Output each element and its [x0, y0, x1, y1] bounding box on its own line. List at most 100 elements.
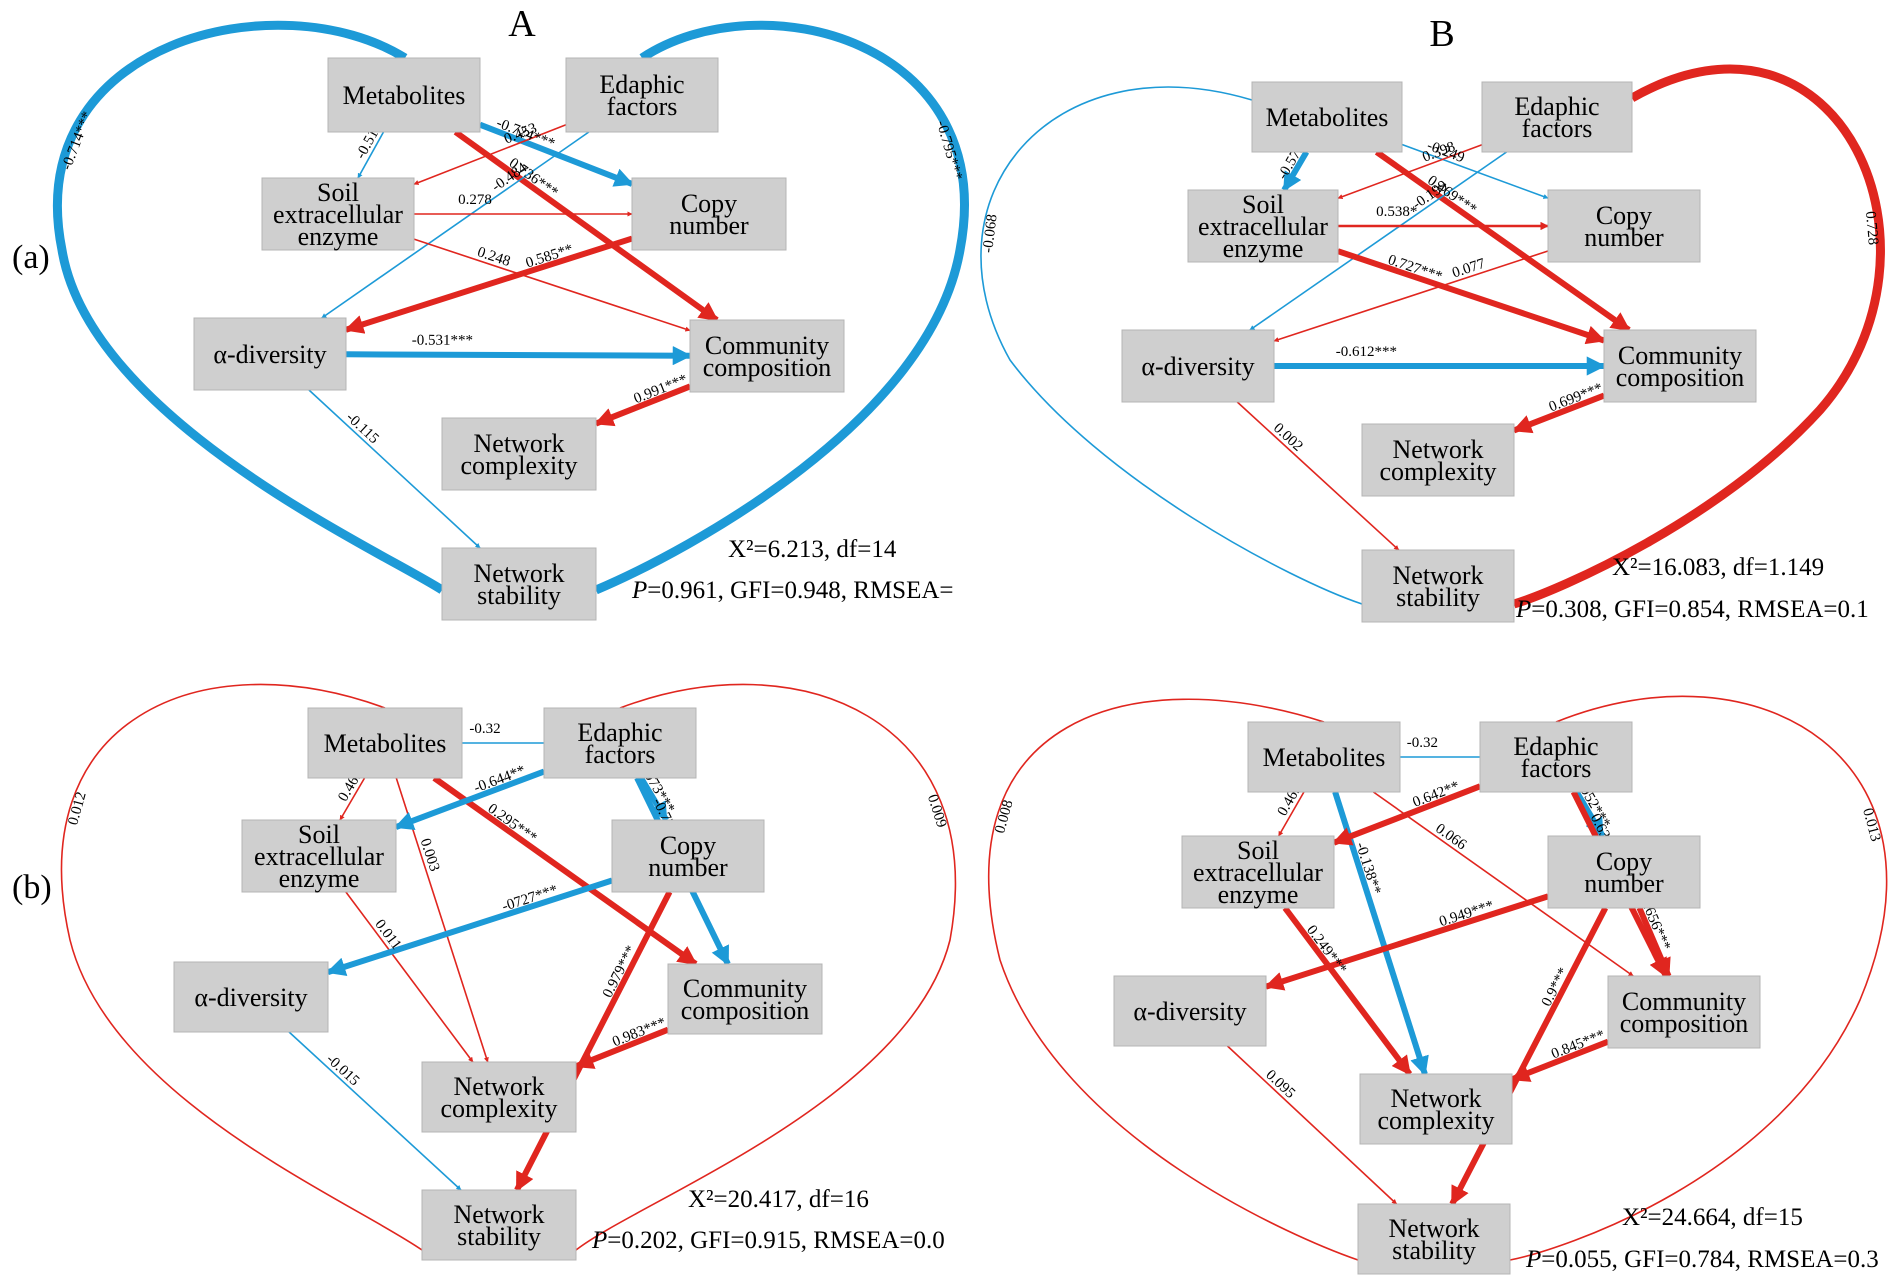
node-label: Soil	[1237, 836, 1279, 865]
node-label: complexity	[461, 451, 578, 480]
node-label: enzyme	[279, 864, 360, 893]
node-label: Metabolites	[1266, 103, 1389, 132]
node-label: extracellular	[1193, 858, 1323, 887]
fit-statistics: X²=20.417, df=16P=0.202, GFI=0.915, RMSE…	[591, 1186, 945, 1254]
node-label: Soil	[298, 820, 340, 849]
node-label: factors	[1522, 114, 1593, 143]
path-enzyme-complexity	[345, 891, 474, 1063]
node-label: stability	[457, 1222, 541, 1251]
node-label: extracellular	[254, 842, 384, 871]
node-label: α-diversity	[213, 340, 326, 369]
path-metabolites-stability	[60, 683, 423, 1251]
path-metabolites-copy	[1401, 143, 1549, 199]
node-label: Soil	[317, 178, 359, 207]
path-metabolites-enzyme	[1277, 791, 1305, 837]
coefficient-label: 0.983***	[610, 1015, 668, 1051]
coefficient-label: -0.714***	[59, 109, 96, 172]
row-label-a: (a)	[12, 239, 50, 276]
path-edaphic-alpha	[321, 131, 590, 319]
path-metabolites-enzyme	[357, 131, 385, 179]
path-edaphic-enzyme	[413, 124, 567, 185]
node-label: stability	[477, 581, 561, 610]
node-metabolites: Metabolites	[1247, 721, 1401, 793]
node-label: number	[1584, 223, 1664, 252]
path-edaphic-enzyme	[394, 768, 546, 831]
node-label: Metabolites	[1263, 743, 1386, 772]
path-layer	[60, 683, 957, 1251]
panel-Ba: -0.573*-0.2490.469***0.398-0.1990.538*0.…	[980, 64, 1885, 623]
chi-square-line: X²=16.083, df=1.149	[1612, 554, 1824, 581]
node-alpha: α-diversity	[173, 961, 329, 1033]
node-label: Network	[1389, 1214, 1480, 1243]
node-label: composition	[681, 996, 810, 1025]
row-label-b: (b)	[12, 869, 52, 906]
path-copy-alpha	[1264, 893, 1549, 991]
coefficient-label: 0.012	[65, 790, 89, 827]
coefficient-label: -0.068	[980, 213, 1001, 253]
node-label: Network	[474, 559, 565, 588]
path-alpha-stability	[1226, 1045, 1398, 1205]
node-label: composition	[1616, 363, 1745, 392]
path-copy-alpha	[1273, 250, 1549, 343]
path-metabolites-community	[453, 129, 719, 323]
path-metabolites-community	[432, 775, 698, 967]
path-community-complexity	[574, 1026, 670, 1070]
node-label: number	[1584, 869, 1664, 898]
path-community-complexity	[1512, 392, 1606, 434]
path-alpha-community	[345, 346, 692, 366]
column-label-b: B	[1429, 13, 1454, 55]
coefficient-label: -0.612***	[1336, 344, 1397, 360]
path-community-complexity	[1510, 1038, 1610, 1083]
node-label: enzyme	[1223, 234, 1304, 263]
panel-Aa: -0.517-0.724***0.736***0.453-0.4840.2780…	[52, 20, 969, 621]
node-label: Edaphic	[1514, 92, 1599, 121]
path-copy-alpha	[326, 877, 613, 976]
path-copy-community	[1636, 906, 1672, 978]
node-label: Edaphic	[577, 718, 662, 747]
node-label: extracellular	[1198, 212, 1328, 241]
node-metabolites: Metabolites	[327, 57, 481, 133]
node-label: enzyme	[298, 222, 379, 251]
coefficient-label: 0.013	[1859, 806, 1883, 843]
path-edaphic-enzyme	[1337, 144, 1483, 199]
chi-square-line: X²=6.213, df=14	[728, 536, 897, 563]
coefficient-label: 0.538*	[1376, 204, 1417, 220]
node-label: Edaphic	[1513, 732, 1598, 761]
coefficient-label: -0.115	[343, 409, 382, 447]
node-label: Network	[1393, 435, 1484, 464]
node-label: Copy	[1596, 847, 1652, 876]
node-label: Metabolites	[324, 729, 447, 758]
node-label: Soil	[1242, 190, 1284, 219]
coefficient-label: 0.295***	[485, 801, 540, 847]
node-label: complexity	[441, 1094, 558, 1123]
node-label: Metabolites	[343, 81, 466, 110]
node-alpha: α-diversity	[193, 317, 347, 391]
node-layer: Metabolites EdaphicfactorsSoilextracellul…	[193, 57, 845, 621]
path-community-complexity	[594, 383, 692, 427]
path-edaphic-alpha	[1249, 151, 1507, 331]
path-metabolites-enzyme	[1281, 150, 1310, 192]
node-label: composition	[703, 353, 832, 382]
node-label: Network	[1393, 561, 1484, 590]
node-label: Copy	[1596, 201, 1652, 230]
node-label: Community	[683, 974, 807, 1003]
path-edaphic-copy	[1574, 790, 1606, 838]
coefficient-layer: -0.573*-0.2490.469***0.398-0.1990.538*0.…	[980, 135, 1881, 455]
coefficient-label: 0.991***	[632, 372, 690, 408]
